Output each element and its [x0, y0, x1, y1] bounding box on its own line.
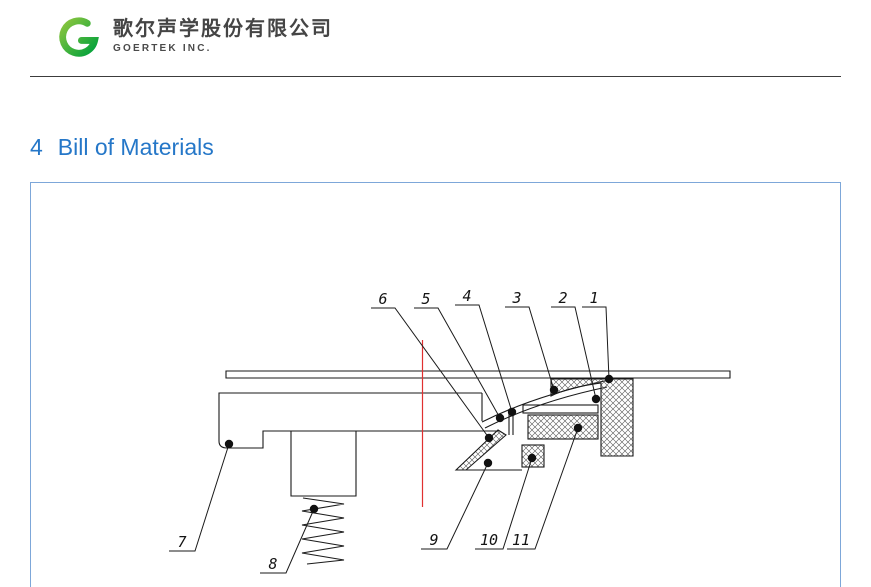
figure-container: 1 2 3 4 5 6 7 8 9 10 11 — [30, 182, 841, 587]
goertek-logo-icon — [59, 17, 99, 57]
leader-5 — [414, 307, 501, 419]
callout-label-9: 9 — [429, 531, 438, 549]
pole-plate — [522, 404, 599, 414]
top-plate — [225, 370, 731, 379]
company-name-cn: 歌尔声学股份有限公司 — [113, 18, 333, 40]
leader-4 — [455, 304, 513, 413]
callout-label-5: 5 — [421, 290, 430, 308]
dot-2 — [591, 394, 601, 404]
dot-7 — [224, 439, 234, 449]
callout-label-8: 8 — [268, 555, 277, 573]
callout-dots — [224, 374, 614, 514]
callout-label-11: 11 — [512, 531, 530, 549]
leader-7 — [169, 443, 230, 552]
leader-8 — [260, 508, 315, 574]
dot-1 — [604, 374, 614, 384]
leader-3 — [505, 306, 555, 391]
dot-4 — [507, 407, 517, 417]
dot-6 — [484, 433, 494, 443]
dot-8 — [309, 504, 319, 514]
frame-body — [218, 392, 500, 449]
section-title: Bill of Materials — [57, 134, 214, 160]
drawing-outlines — [218, 370, 731, 565]
section-heading: 4 Bill of Materials — [30, 134, 214, 161]
page-header: 歌尔声学股份有限公司 GOERTEK INC. — [54, 14, 333, 61]
callout-labels: 1 2 3 4 5 6 7 8 9 10 11 — [177, 287, 598, 573]
callout-label-1: 1 — [589, 289, 598, 307]
leader-6 — [371, 307, 490, 439]
magnet-block — [527, 414, 599, 440]
bom-diagram: 1 2 3 4 5 6 7 8 9 10 11 — [169, 287, 731, 574]
dot-9 — [483, 458, 493, 468]
dot-11 — [573, 423, 583, 433]
callout-label-2: 2 — [558, 289, 567, 307]
section-number: 4 — [30, 134, 43, 160]
spring — [301, 497, 345, 565]
dot-3 — [549, 385, 559, 395]
leader-1 — [582, 306, 610, 380]
callout-label-7: 7 — [177, 533, 186, 551]
hatched-surround — [550, 378, 634, 457]
callout-label-6: 6 — [378, 290, 387, 308]
callout-label-3: 3 — [511, 289, 521, 307]
callout-label-10: 10 — [480, 531, 498, 549]
brand-text: 歌尔声学股份有限公司 GOERTEK INC. — [113, 14, 333, 54]
logo-swirl-shape — [59, 17, 99, 57]
dot-5 — [495, 413, 505, 423]
basket-wall — [454, 429, 507, 471]
header-divider — [30, 76, 841, 77]
leader-9 — [421, 462, 489, 550]
leader-10 — [475, 457, 533, 550]
lower-block — [290, 431, 357, 497]
dot-10 — [527, 453, 537, 463]
leader-11 — [507, 427, 579, 550]
company-name-en: GOERTEK INC. — [113, 43, 212, 54]
leader-2 — [551, 306, 597, 400]
callout-label-4: 4 — [462, 287, 471, 305]
callout-leader-lines — [169, 304, 610, 574]
